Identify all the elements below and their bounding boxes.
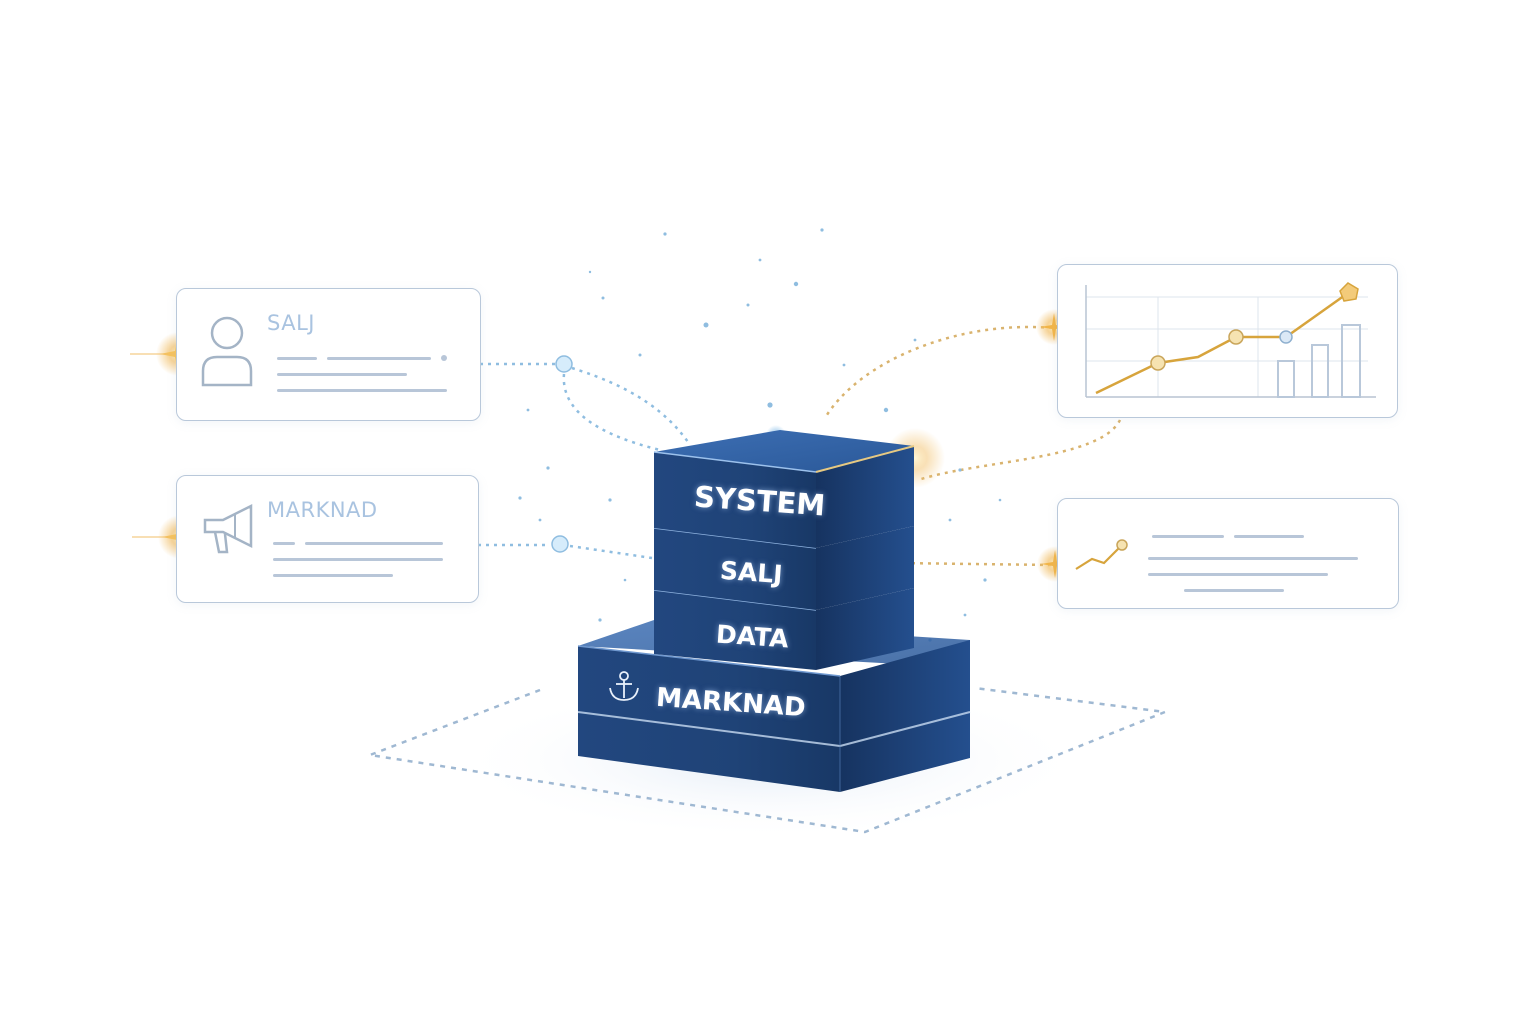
stack-label-sales: SALJ [719, 555, 784, 590]
anchor-icon [609, 671, 639, 701]
stack-block-sales [653, 526, 914, 610]
particles [518, 228, 1002, 642]
megaphone-icon [203, 503, 253, 554]
text-line [1184, 589, 1284, 592]
text-line [277, 373, 407, 376]
chart-card [1057, 264, 1398, 418]
user-icon [201, 316, 253, 387]
text-line [1152, 535, 1224, 538]
sales-card-label: SALJ [267, 311, 315, 335]
stack-block-data [653, 588, 914, 670]
text-line [273, 558, 443, 561]
connector-marketing-line [569, 544, 653, 560]
connector-node-marketing [551, 535, 569, 553]
text-line [1148, 557, 1358, 560]
text-line [277, 357, 317, 360]
connector-chart-card-bottom [917, 419, 1122, 482]
marketing-card: MARKNAD [176, 475, 479, 603]
connector-trend-card [895, 561, 1053, 567]
stack-label-data: DATA [715, 619, 790, 654]
text-line [1148, 573, 1328, 576]
marketing-card-label: MARKNAD [267, 498, 378, 522]
text-line [273, 542, 295, 545]
text-line [273, 574, 393, 577]
sales-card: SALJ [176, 288, 481, 421]
text-line [327, 357, 431, 360]
connector-chart-card-top [823, 325, 1053, 419]
connector-node-sales [555, 355, 573, 373]
mini-chart [1085, 282, 1376, 398]
trend-card [1057, 498, 1399, 609]
text-line [305, 542, 443, 545]
trend-icon [1075, 539, 1128, 570]
stack-block-system [653, 430, 915, 548]
text-dot [441, 355, 447, 361]
text-line [277, 389, 447, 392]
floor-outline [365, 686, 1170, 834]
text-line [1234, 535, 1304, 538]
